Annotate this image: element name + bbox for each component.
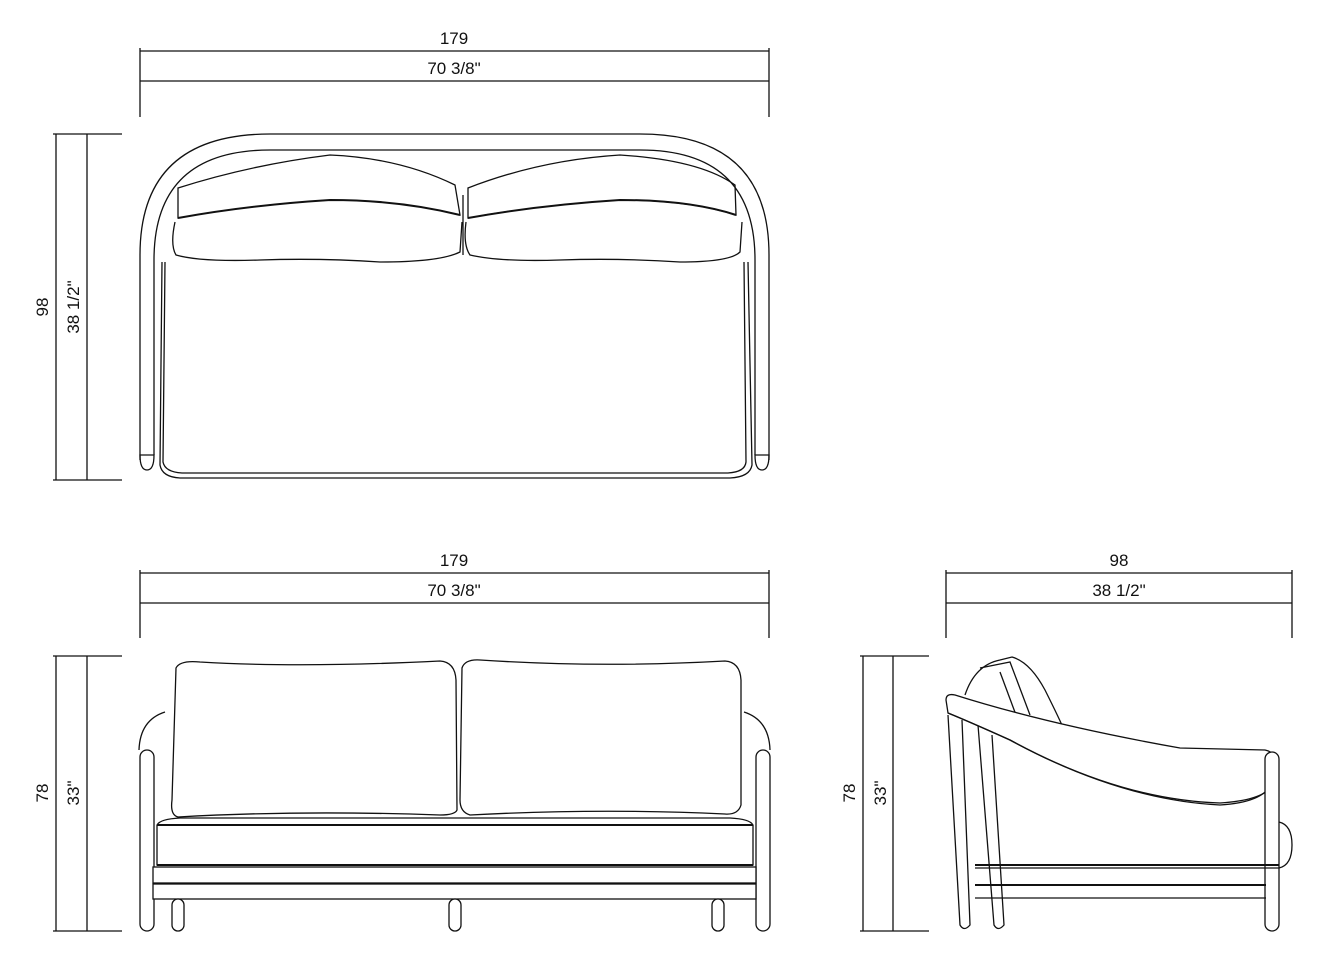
plan-view: 179 70 3/8" 98 38 1/2" bbox=[33, 29, 770, 481]
side-sofa-outline bbox=[945, 656, 1293, 932]
plan-depth-dimension: 98 38 1/2" bbox=[33, 133, 122, 481]
plan-depth-cm: 98 bbox=[33, 298, 52, 317]
side-depth-in: 38 1/2" bbox=[1092, 581, 1145, 600]
plan-width-in: 70 3/8" bbox=[427, 59, 480, 78]
side-view: 98 38 1/2" 78 33" bbox=[840, 551, 1293, 932]
front-width-cm: 179 bbox=[440, 551, 468, 570]
plan-depth-in: 38 1/2" bbox=[64, 280, 83, 333]
plan-width-dimension: 179 70 3/8" bbox=[139, 29, 770, 117]
front-height-in: 33" bbox=[64, 781, 83, 806]
side-height-cm: 78 bbox=[840, 784, 859, 803]
side-depth-cm: 98 bbox=[1110, 551, 1129, 570]
side-height-in: 33" bbox=[871, 781, 890, 806]
side-height-dimension: 78 33" bbox=[840, 655, 929, 932]
front-height-cm: 78 bbox=[33, 784, 52, 803]
front-sofa-outline bbox=[138, 659, 771, 932]
plan-sofa-outline bbox=[139, 133, 770, 479]
front-width-in: 70 3/8" bbox=[427, 581, 480, 600]
plan-width-cm: 179 bbox=[440, 29, 468, 48]
front-height-dimension: 78 33" bbox=[33, 655, 122, 932]
side-depth-dimension: 98 38 1/2" bbox=[945, 551, 1293, 638]
front-view: 179 70 3/8" 78 33" bbox=[33, 551, 771, 932]
front-width-dimension: 179 70 3/8" bbox=[139, 551, 770, 638]
